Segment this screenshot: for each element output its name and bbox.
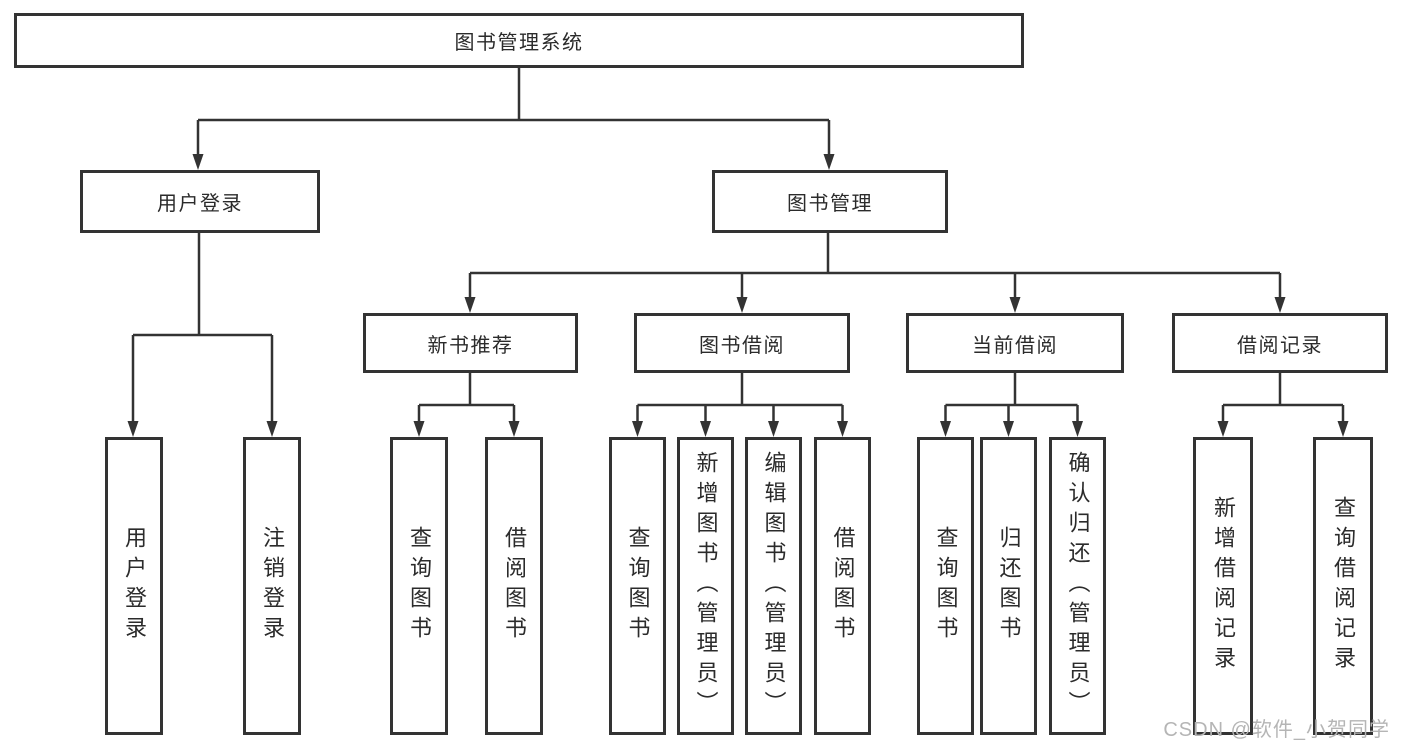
leaf-query-borrow-record: 查询借阅记录 — [1313, 437, 1373, 735]
leaf-add-books-admin-label: 新增图书（管理员） — [693, 451, 719, 721]
leaf-borrow-books-recommend: 借阅图书 — [485, 437, 543, 735]
leaf-query-books-borrowing: 查询图书 — [609, 437, 666, 735]
leaf-add-borrow-record-label: 新增借阅记录 — [1211, 496, 1236, 676]
node-borrowing-records: 借阅记录 — [1172, 313, 1388, 373]
leaf-edit-books-admin-label: 编辑图书（管理员） — [761, 451, 787, 721]
leaf-logout-label: 注销登录 — [260, 526, 285, 646]
node-user-login-branch: 用户登录 — [80, 170, 320, 233]
leaf-logout: 注销登录 — [243, 437, 301, 735]
leaf-return-books: 归还图书 — [980, 437, 1037, 735]
leaf-add-borrow-record: 新增借阅记录 — [1193, 437, 1253, 735]
node-library-management-system: 图书管理系统 — [14, 13, 1024, 68]
leaf-add-books-admin: 新增图书（管理员） — [677, 437, 734, 735]
leaf-confirm-return-admin-label: 确认归还（管理员） — [1065, 451, 1091, 721]
leaf-edit-books-admin: 编辑图书（管理员） — [745, 437, 802, 735]
leaf-query-books-current: 查询图书 — [917, 437, 974, 735]
leaf-user-login: 用户登录 — [105, 437, 163, 735]
node-current-borrowing: 当前借阅 — [906, 313, 1124, 373]
leaf-confirm-return-admin: 确认归还（管理员） — [1049, 437, 1106, 735]
leaf-query-books-recommend: 查询图书 — [390, 437, 448, 735]
leaf-query-books-current-label: 查询图书 — [933, 526, 959, 646]
leaf-query-books-recommend-label: 查询图书 — [407, 526, 432, 646]
node-book-management-branch: 图书管理 — [712, 170, 948, 233]
watermark: CSDN @软件_小贺同学 — [1163, 719, 1390, 741]
leaf-user-login-label: 用户登录 — [122, 526, 147, 646]
node-book-borrowing: 图书借阅 — [634, 313, 850, 373]
node-new-book-recommendation: 新书推荐 — [363, 313, 578, 373]
leaf-borrow-books-borrowing: 借阅图书 — [814, 437, 871, 735]
leaf-borrow-books-borrowing-label: 借阅图书 — [830, 526, 856, 646]
leaf-query-borrow-record-label: 查询借阅记录 — [1331, 496, 1356, 676]
leaf-return-books-label: 归还图书 — [996, 526, 1022, 646]
leaf-borrow-books-recommend-label: 借阅图书 — [502, 526, 527, 646]
leaf-query-books-borrowing-label: 查询图书 — [625, 526, 651, 646]
